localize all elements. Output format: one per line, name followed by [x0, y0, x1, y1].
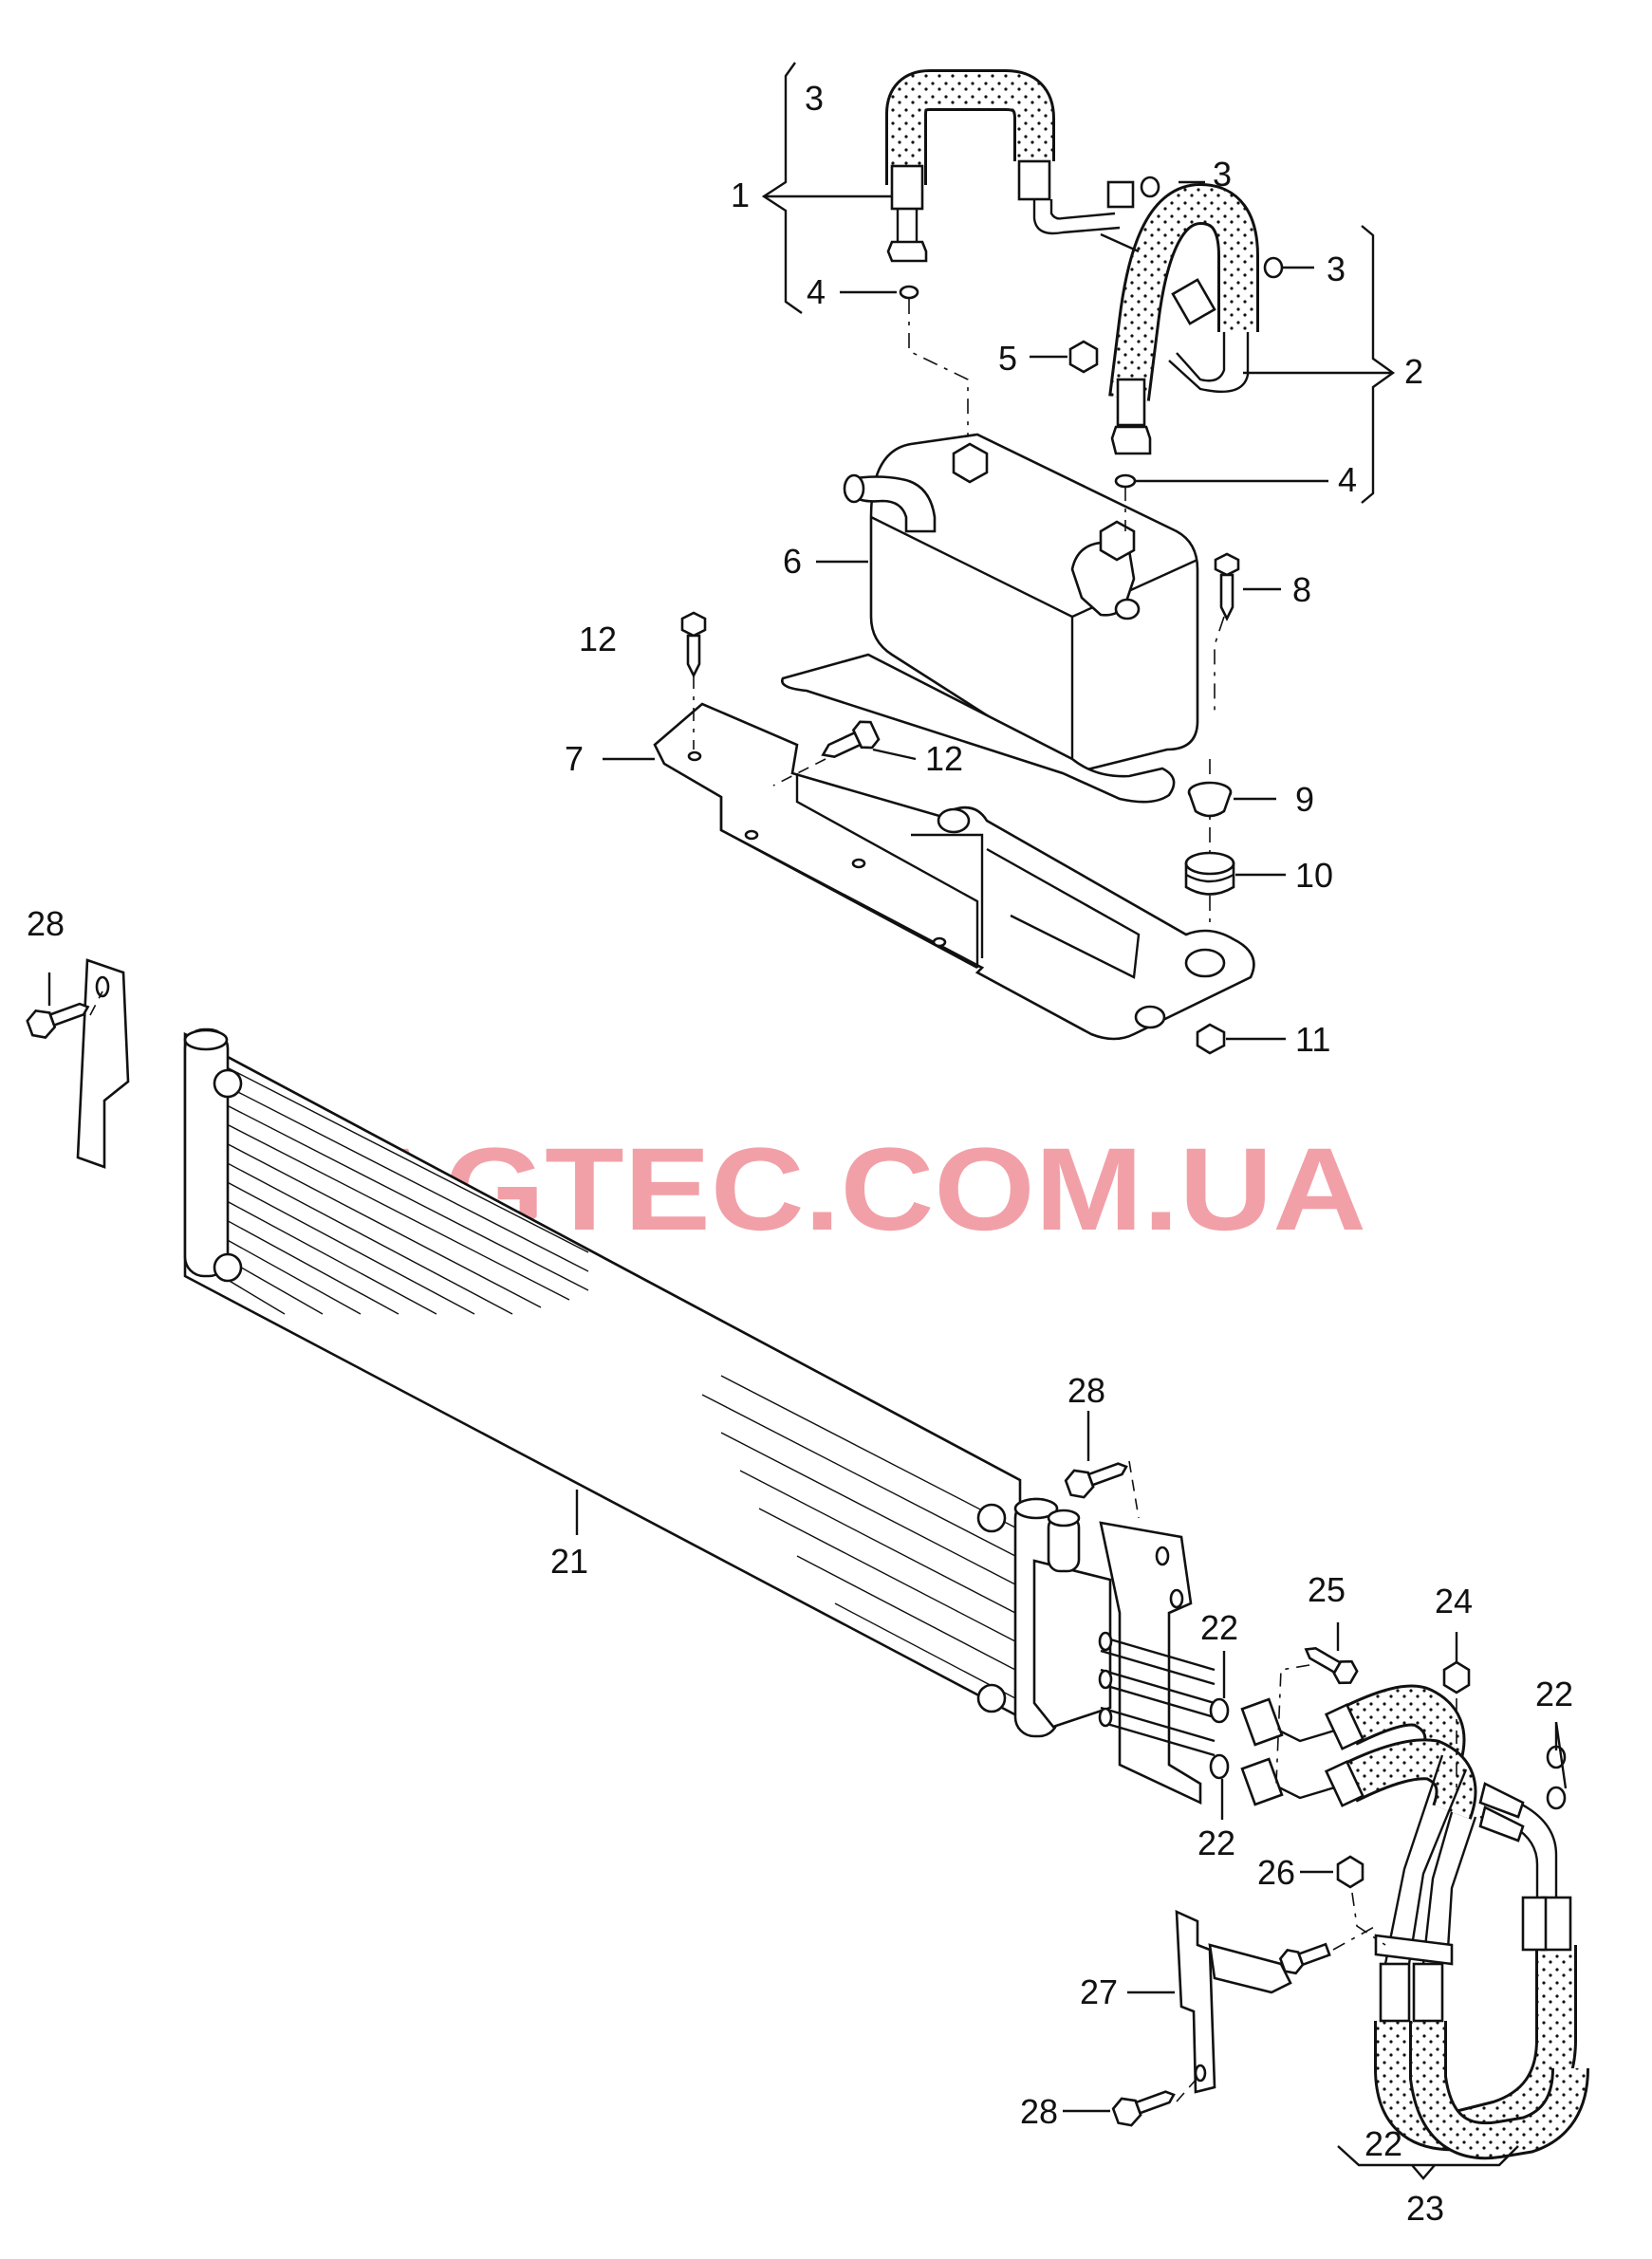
callout-25: 25 [1308, 1570, 1346, 1609]
oil-cooler [781, 433, 1199, 804]
oil-hose-upper [885, 69, 1135, 263]
callout-11: 11 [1295, 1020, 1330, 1059]
o-ring [1263, 256, 1284, 279]
callout-10: 10 [1295, 856, 1333, 895]
callout-26: 26 [1257, 1853, 1295, 1892]
callout-3: 3 [1327, 250, 1346, 288]
nut [1196, 1023, 1226, 1055]
callout-22: 22 [1364, 2124, 1402, 2163]
bolt [1278, 1942, 1331, 1975]
callout-22: 22 [1200, 1608, 1238, 1647]
callout-6: 6 [783, 542, 802, 581]
bolt [1304, 1646, 1359, 1685]
callout-5: 5 [998, 339, 1017, 378]
callout-12: 12 [925, 739, 963, 778]
o-ring [1546, 1786, 1567, 1810]
oil-hose-assembly [1240, 1684, 1589, 2160]
callout-12: 12 [579, 620, 617, 658]
rubber-mount [1184, 851, 1235, 896]
callout-24: 24 [1435, 1582, 1473, 1620]
callout-28: 28 [27, 904, 65, 943]
leader-lines [47, 62, 1568, 2180]
nut [1336, 1855, 1364, 1889]
callout-28: 28 [1067, 1371, 1105, 1410]
nut [1442, 1660, 1471, 1694]
callout-8: 8 [1292, 570, 1311, 609]
o-ring [899, 285, 919, 300]
bolt [1111, 2090, 1176, 2127]
bush [1187, 781, 1233, 818]
callout-3: 3 [1213, 155, 1232, 194]
transmission-oil-radiator [76, 958, 1202, 1805]
callout-4: 4 [1338, 460, 1357, 499]
bolt [821, 720, 881, 759]
oil-hose-lower [1108, 182, 1259, 455]
callout-23: 23 [1406, 2189, 1444, 2228]
hex-nut [1068, 340, 1099, 374]
bolt [1214, 552, 1240, 621]
callout-9: 9 [1295, 780, 1314, 819]
callout-21: 21 [550, 1542, 588, 1581]
callout-2: 2 [1404, 352, 1423, 391]
bolt [26, 1002, 90, 1039]
connecting-pipes [1098, 1631, 1216, 1757]
bolt [680, 611, 707, 678]
callout-labels: 1 2 3 3 3 4 4 5 6 7 8 9 10 11 12 12 21 2… [27, 79, 1573, 2228]
callout-28: 28 [1020, 2092, 1058, 2131]
o-ring [1209, 1753, 1230, 1780]
mounting-bracket [653, 702, 1255, 1041]
callout-22: 22 [1197, 1824, 1235, 1862]
callout-27: 27 [1080, 1972, 1118, 2011]
callout-4: 4 [807, 272, 826, 311]
o-ring [1114, 473, 1137, 489]
callout-1: 1 [731, 176, 750, 214]
o-ring [1140, 176, 1160, 198]
callout-22: 22 [1535, 1675, 1573, 1713]
hose-bracket [1175, 1909, 1292, 2094]
bolt [1064, 1462, 1128, 1499]
o-ring [1209, 1697, 1230, 1724]
callout-7: 7 [565, 739, 584, 778]
callout-3: 3 [805, 79, 824, 118]
